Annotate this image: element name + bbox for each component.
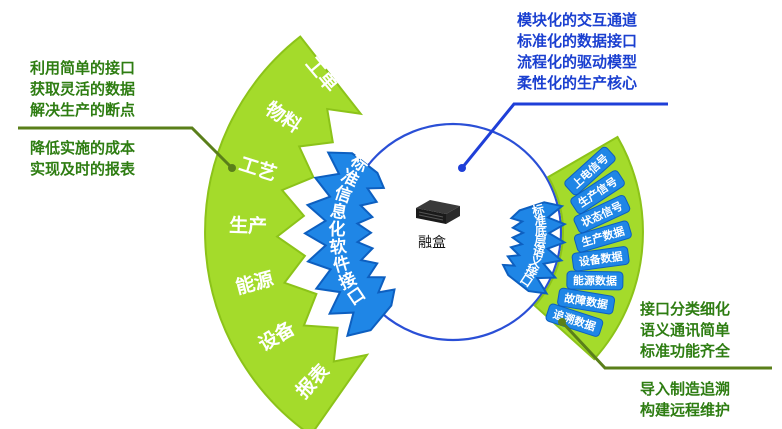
- right-item-pill: [571, 246, 630, 272]
- right-item-pill: [564, 146, 616, 196]
- left-band-char: 化: [328, 219, 345, 240]
- left-interface-band: [303, 151, 396, 338]
- note-line: 标准化的数据接口: [517, 32, 638, 50]
- note-mid-left: 降低实施的成本 实现及时的报表: [30, 138, 135, 180]
- note-bottom-right-2: 导入制造追溯 构建远程维护: [640, 379, 730, 421]
- device-label: 融盒: [418, 235, 446, 251]
- right-fan-item: 能源数据: [566, 270, 624, 291]
- right-item-pill: [566, 270, 624, 291]
- note-line: 构建远程维护: [640, 401, 731, 419]
- right-band-char: 底: [535, 223, 547, 238]
- leader-top-right: [460, 102, 668, 169]
- right-item-label: 设备数据: [578, 249, 623, 269]
- right-item-pill: [557, 287, 616, 315]
- note-bottom-right-1: 接口分类细化 语义通讯简单 标准功能齐全: [640, 299, 730, 362]
- note-line: 利用简单的接口: [30, 59, 136, 77]
- leader-left: [18, 126, 234, 170]
- left-band-char: 件: [331, 252, 353, 277]
- left-band-char: 软: [328, 236, 348, 259]
- note-line: 接口分类细化: [640, 300, 731, 318]
- left-band-char: 息: [329, 200, 349, 224]
- leader-left-dot: [228, 164, 236, 172]
- note-top-right: 模块化的交互通道 标准化的数据接口 流程化的驱动模型 柔性化的生产核心: [517, 10, 637, 94]
- note-line: 流程化的驱动模型: [517, 53, 638, 71]
- right-fan-item: 故障数据: [557, 287, 616, 315]
- leader-bottom-right-dot: [558, 318, 566, 326]
- right-item-label: 能源数据: [573, 273, 617, 288]
- right-interface-band: [501, 201, 568, 295]
- note-line: 解决生产的断点: [30, 101, 136, 119]
- note-line: 语义通讯简单: [640, 321, 731, 339]
- right-item-pill: [573, 194, 631, 234]
- right-item-pill: [570, 170, 625, 214]
- mini-pc-icon: [416, 200, 460, 224]
- right-band-char: 义: [527, 252, 545, 271]
- note-line: 标准功能齐全: [640, 342, 731, 360]
- note-line: 获取灵活的数据: [30, 80, 136, 98]
- right-band-char: 层: [534, 234, 548, 249]
- leader-lines: [18, 102, 772, 370]
- right-band-char: 语: [531, 243, 546, 260]
- note-line: 降低实施的成本: [30, 139, 136, 157]
- right-band-char: 准: [533, 212, 547, 228]
- note-line: 导入制造追溯: [640, 380, 731, 398]
- left-fan-shape: [204, 35, 370, 429]
- left-fan-item: 生产: [229, 214, 268, 238]
- note-line: 实现及时的报表: [30, 160, 136, 178]
- note-line: 模块化的交互通道: [517, 11, 638, 29]
- right-band-char: 标: [530, 201, 546, 219]
- note-line: 柔性化的生产核心: [517, 74, 638, 92]
- leader-top-right-dot: [458, 164, 466, 172]
- leader-bottom-right: [560, 320, 772, 370]
- right-item-pill: [545, 303, 604, 337]
- note-top-left: 利用简单的接口 获取灵活的数据 解决生产的断点: [30, 58, 135, 121]
- left-band-char: 信: [332, 182, 355, 207]
- right-fan-item: 设备数据: [571, 246, 630, 272]
- right-item-pill: [573, 220, 632, 253]
